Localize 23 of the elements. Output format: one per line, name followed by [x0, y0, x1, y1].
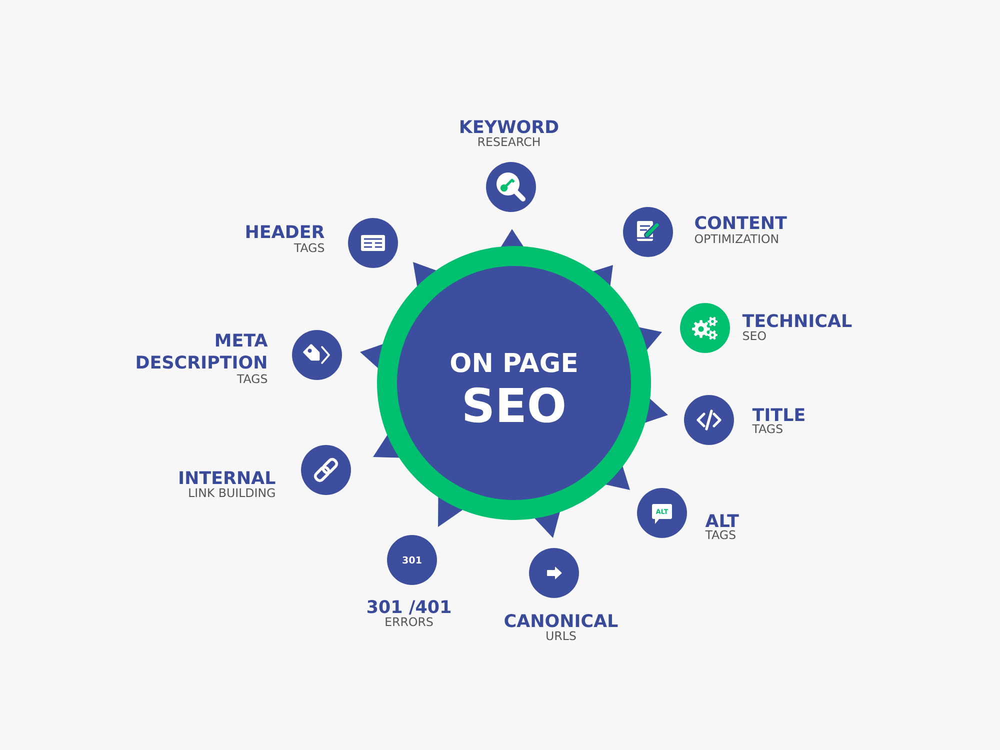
topic-title: TECHNICAL [742, 314, 852, 328]
topic-title: KEYWORD [460, 120, 558, 134]
topic-title: CONTENT [695, 216, 787, 230]
topic-title: HEADER [246, 225, 324, 238]
topic-subtitle: RESEARCH [478, 137, 540, 146]
topic-subtitle: TAGS [294, 243, 324, 252]
topic-title: META DESCRIPTION [136, 334, 268, 369]
topic-subtitle: OPTIMIZATION [694, 234, 778, 244]
topic-subtitle: SEO [743, 331, 766, 340]
topic-title: INTERNAL [180, 471, 276, 484]
topic-title: 301 /401 [367, 600, 450, 615]
topic-title: CANONICAL [504, 614, 618, 628]
topic-subtitle: LINK BUILDING [189, 488, 275, 498]
topic-subtitle: ERRORS [386, 617, 433, 626]
topic-title: ALT [705, 514, 739, 527]
topic-title: TITLE [752, 408, 804, 421]
topic-subtitle: TAGS [705, 530, 736, 540]
topic-subtitle: TAGS [236, 374, 268, 384]
topic-subtitle: TAGS [752, 424, 782, 434]
topic-subtitle: URLS [546, 631, 576, 640]
hub-title: ON PAGE [450, 352, 577, 372]
hub-title: SEO [464, 387, 564, 423]
code-number: 301 [402, 556, 422, 564]
